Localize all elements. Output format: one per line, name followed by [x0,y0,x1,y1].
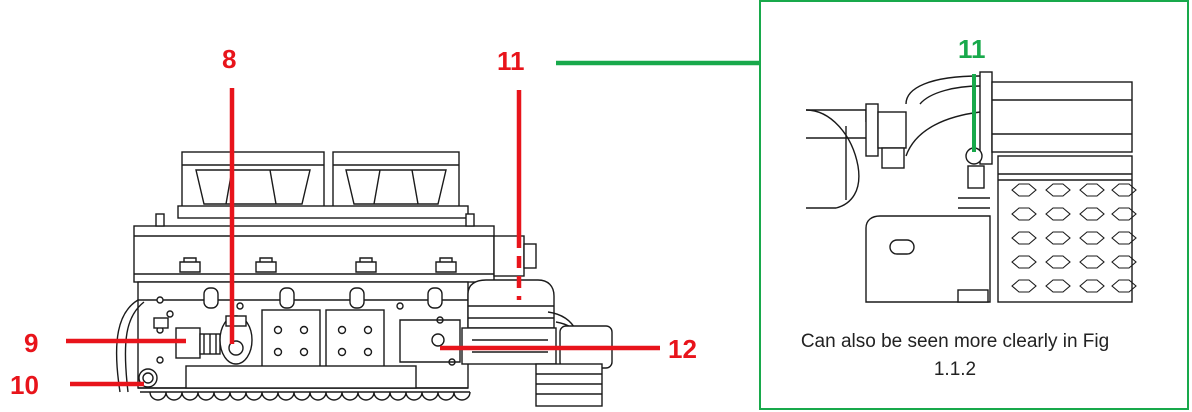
callout-12: 12 [668,334,697,364]
top-fans [177,151,469,219]
inset-callout-11: 11 [958,34,986,64]
callout-11: 11 [497,46,525,76]
callout-10: 10 [10,370,39,400]
track-teeth [140,391,471,401]
callout-8: 8 [222,44,237,74]
inset-caption: Can also be seen more clearly in Fig 1.1… [800,331,1110,380]
callout-leaders [66,60,760,387]
lower-plate [115,281,469,393]
inset-drawing [805,71,1133,303]
panel-bolts [156,296,456,366]
central-port [219,315,253,365]
callout-9: 9 [24,328,39,358]
inset-hex-mesh [1011,183,1137,293]
main-housing [133,213,537,283]
machine-drawing [115,151,613,407]
